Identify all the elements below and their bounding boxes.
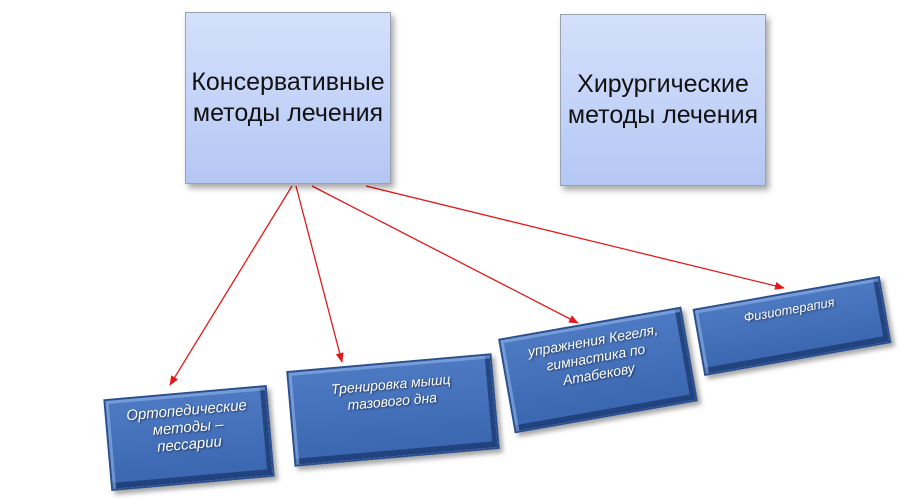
pelvic-floor-training-tile: Тренировка мышц тазового дна [286,353,500,467]
conservative-line2: методы лечения [192,99,384,127]
arrow-to-training [295,185,344,363]
surgical-line1: Хирургические [577,70,749,98]
arrow-to-kegel [311,185,579,324]
surgical-methods-box: Хирургические методы лечения [560,14,766,186]
arrow-to-orthopedic [169,185,293,386]
conservative-methods-box: Консервативные методы лечения [185,12,391,184]
conservative-line1: Консервативные [191,68,385,96]
orthopedic-methods-tile: Ортопедические методы – пессарии [103,385,275,491]
surgical-line2: методы лечения [567,101,759,129]
arrow-to-physio [365,185,785,290]
